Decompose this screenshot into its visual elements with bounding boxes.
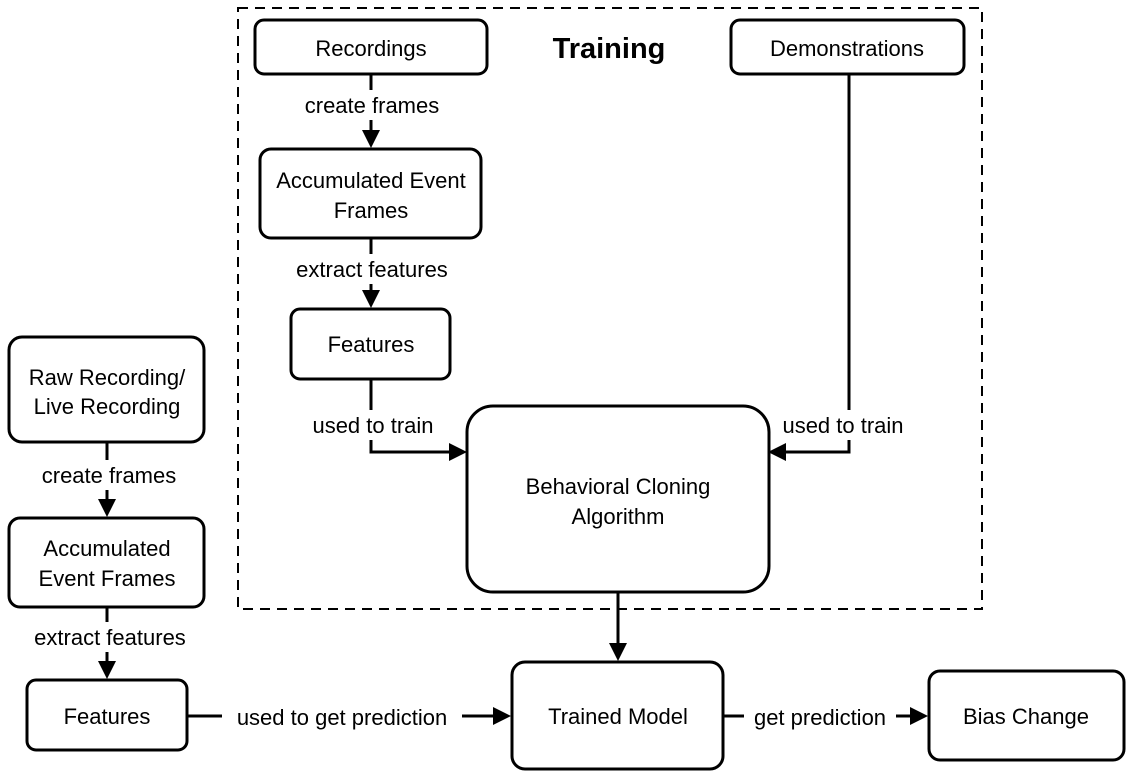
node-label-line-2: Algorithm [572, 504, 665, 529]
arrowhead [449, 443, 467, 461]
node-demonstrations: Demonstrations [729, 18, 966, 76]
svg-text:Algorithm: Algorithm [572, 504, 665, 529]
node-behavioral-cloning-algorithm: Behavioral Cloning Algorithm [465, 404, 771, 594]
node-label: Demonstrations [770, 36, 924, 61]
edge-label-used-to-train: used to train [782, 413, 903, 438]
arrowhead [768, 443, 786, 461]
edge-label-create-frames: create frames [42, 463, 177, 488]
node-label-line-1: Accumulated [43, 536, 170, 561]
edge-label-used-to-get-prediction: used to get prediction [237, 705, 447, 730]
svg-text:Live Recording: Live Recording [34, 394, 181, 419]
node-label-line-1: Accumulated Event [276, 168, 466, 193]
arrowhead [98, 661, 116, 679]
node-label-line-2: Live Recording [34, 394, 181, 419]
svg-text:Trained Model: Trained Model [548, 704, 688, 729]
edge-features-to-bc [369, 379, 458, 454]
svg-text:Accumulated: Accumulated [43, 536, 170, 561]
svg-text:Event Frames: Event Frames [39, 566, 176, 591]
svg-text:Demonstrations: Demonstrations [770, 36, 924, 61]
node-features-training: Features [289, 307, 452, 381]
node-trained-model: Trained Model [510, 660, 725, 771]
node-label-line-1: Raw Recording/ [29, 365, 186, 390]
node-bias-change: Bias Change [927, 669, 1126, 762]
node-label: Features [328, 332, 415, 357]
node-label-line-2: Frames [334, 198, 409, 223]
arrowhead [362, 130, 380, 148]
node-label: Trained Model [548, 704, 688, 729]
training-group-title: Training [553, 33, 666, 65]
svg-text:Accumulated Event: Accumulated Event [276, 168, 466, 193]
svg-text:Features: Features [64, 704, 151, 729]
edge-label-extract-features: extract features [296, 257, 448, 282]
node-label-line-2: Event Frames [39, 566, 176, 591]
arrowhead [98, 499, 116, 517]
svg-text:Recordings: Recordings [315, 36, 426, 61]
edge-demonstrations-to-bc [776, 74, 851, 454]
edge-label-extract-features: extract features [34, 625, 186, 650]
node-recordings: Recordings [253, 18, 489, 76]
edge-label-get-prediction: get prediction [754, 705, 886, 730]
edge-label-create-frames: create frames [305, 93, 440, 118]
edge-label-used-to-train: used to train [312, 413, 433, 438]
svg-text:Bias Change: Bias Change [963, 704, 1089, 729]
node-accumulated-event-frames-inference: Accumulated Event Frames [7, 516, 206, 609]
node-label-line-1: Behavioral Cloning [526, 474, 711, 499]
arrowhead [362, 290, 380, 308]
svg-text:Frames: Frames [334, 198, 409, 223]
node-accumulated-event-frames-training: Accumulated Event Frames [258, 147, 483, 240]
svg-text:Behavioral Cloning: Behavioral Cloning [526, 474, 711, 499]
svg-text:Raw Recording/: Raw Recording/ [29, 365, 186, 390]
arrowhead [910, 707, 928, 725]
node-label: Features [64, 704, 151, 729]
node-label: Recordings [315, 36, 426, 61]
svg-text:Features: Features [328, 332, 415, 357]
node-features-inference: Features [25, 678, 189, 752]
arrowhead [609, 643, 627, 661]
node-raw-recording: Raw Recording/ Live Recording [7, 335, 206, 444]
node-label: Bias Change [963, 704, 1089, 729]
arrowhead [493, 707, 511, 725]
training-group-frame [237, 7, 983, 610]
